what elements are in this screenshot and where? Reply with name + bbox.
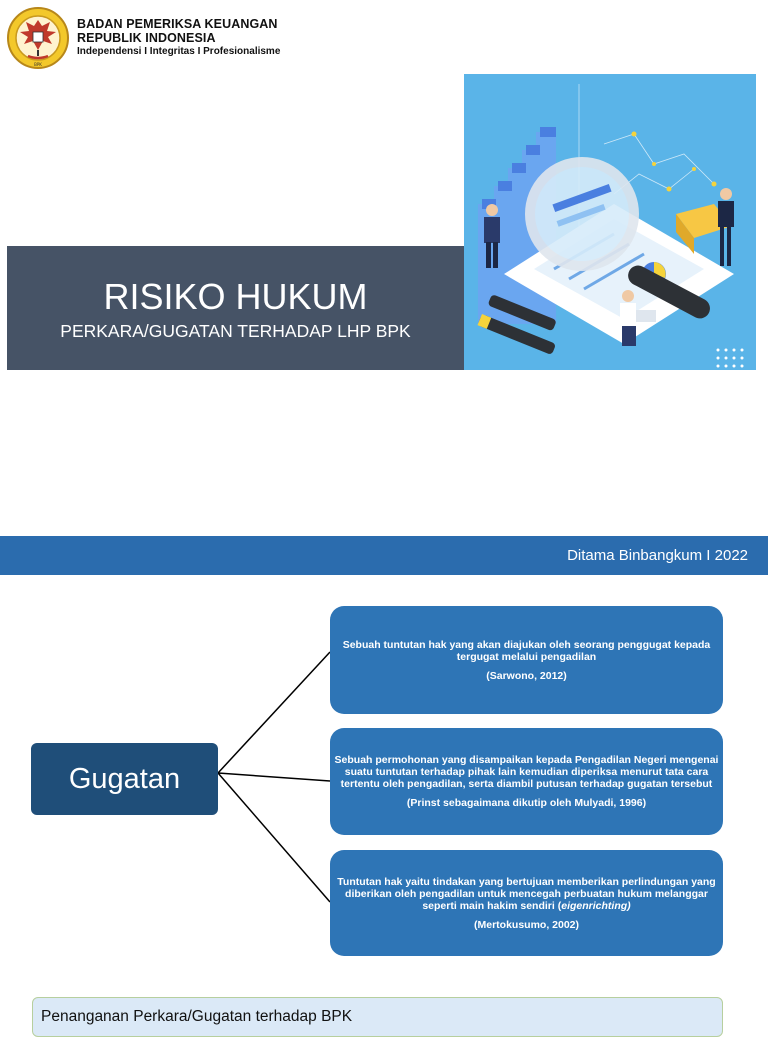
- title-slide: BPK BADAN PEMERIKSA KEUANGAN REPUBLIK IN…: [0, 7, 768, 575]
- footer-text: Ditama Binbangkum I 2022: [567, 547, 748, 564]
- data-analysis-illustration: [464, 74, 756, 370]
- definition-text: Sebuah tuntutan hak yang akan diajukan o…: [342, 638, 711, 663]
- gugatan-slide: Gugatan Sebuah tuntutan hak yang akan di…: [0, 576, 768, 1037]
- definition-source: (Sarwono, 2012): [486, 669, 567, 682]
- definition-source: (Prinst sebagaimana dikutip oleh Mulyadi…: [406, 797, 647, 809]
- handling-section: Penanganan Perkara/Gugatan terhadap BPK: [32, 997, 723, 1037]
- organization-header: BADAN PEMERIKSA KEUANGAN REPUBLIK INDONE…: [77, 17, 280, 59]
- definition-box-2: Sebuah permohonan yang disampaikan kepad…: [330, 728, 723, 835]
- definition-text: Tuntutan hak yaitu tindakan yang bertuju…: [334, 876, 719, 912]
- definition-box-1: Sebuah tuntutan hak yang akan diajukan o…: [330, 606, 723, 714]
- org-name-line1: BADAN PEMERIKSA KEUANGAN: [77, 17, 278, 31]
- garuda-emblem-icon: BPK: [7, 7, 69, 69]
- section-heading: Penanganan Perkara/Gugatan terhadap BPK: [41, 1008, 353, 1025]
- slide-title: RISIKO HUKUM: [103, 276, 368, 317]
- org-name-line2: REPUBLIK INDONESIA: [77, 31, 216, 45]
- slide-subtitle: PERKARA/GUGATAN TERHADAP LHP BPK: [60, 321, 411, 341]
- connector-line-2: [217, 772, 331, 782]
- definition-term: eigenrichting): [561, 899, 631, 912]
- definition-text: Sebuah permohonan yang disampaikan kepad…: [334, 754, 719, 790]
- org-tagline: Independensi I Integritas I Profesionali…: [77, 46, 281, 57]
- definition-box-3: Tuntutan hak yaitu tindakan yang bertuju…: [330, 850, 723, 956]
- connector-lines: [217, 651, 331, 903]
- footer-bar: Ditama Binbangkum I 2022: [0, 536, 768, 575]
- definition-source: (Mertokusumo, 2002): [473, 918, 580, 931]
- connector-line-1: [217, 651, 331, 774]
- definition-text-main: Tuntutan hak yaitu tindakan yang bertuju…: [337, 875, 716, 912]
- gugatan-box: Gugatan: [31, 743, 218, 815]
- connector-line-3: [217, 772, 331, 903]
- svg-text:BPK: BPK: [34, 62, 42, 67]
- title-banner: RISIKO HUKUM PERKARA/GUGATAN TERHADAP LH…: [7, 246, 464, 370]
